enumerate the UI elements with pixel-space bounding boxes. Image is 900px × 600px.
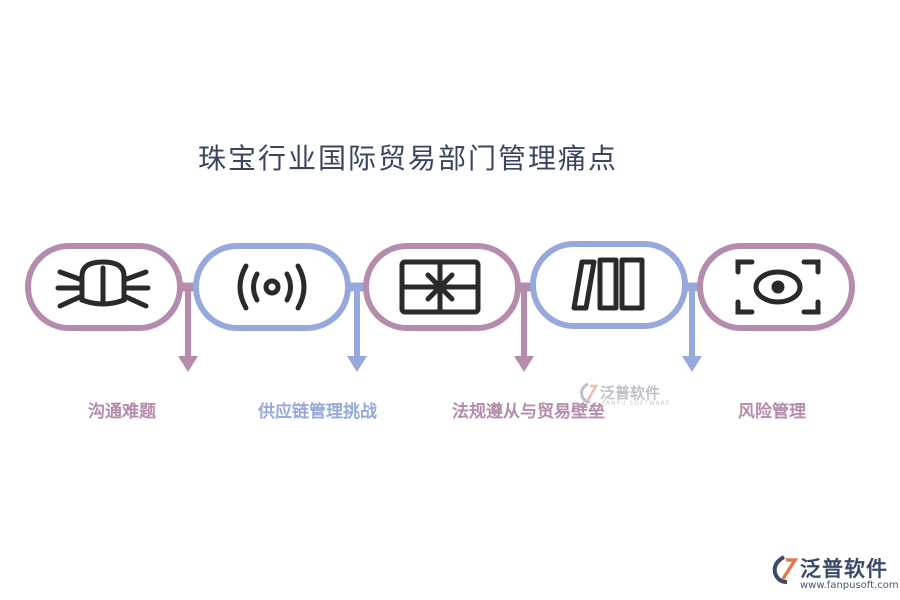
watermark-subtext: FANPU SOFTWARE	[602, 400, 671, 407]
watermark-text: 泛普软件	[600, 384, 661, 402]
brand-url: www.fanpusoft.com	[800, 580, 899, 591]
brand-name: 泛普软件	[800, 557, 888, 581]
step-5	[697, 243, 855, 331]
door-panels-icon	[571, 257, 645, 311]
step-label-5: 风险管理	[738, 402, 806, 422]
fanpu-logo-icon	[580, 382, 598, 404]
bug-icon	[55, 259, 151, 309]
step-4	[530, 241, 688, 329]
arrow-down-icon	[514, 290, 534, 372]
step-1	[25, 243, 183, 331]
arrow-down-icon	[178, 290, 198, 372]
step-label-3: 法规遵从与贸易壁垒	[452, 402, 605, 422]
step-pill	[530, 241, 688, 329]
fanpu-logo-icon	[772, 555, 798, 584]
arrow-down-icon	[347, 290, 367, 372]
page-title: 珠宝行业国际贸易部门管理痛点	[198, 142, 619, 175]
watermark: 泛普软件 FANPU SOFTWARE	[578, 382, 678, 410]
step-pill	[193, 243, 351, 331]
gift-box-icon	[399, 259, 481, 315]
down-arrows	[178, 290, 702, 372]
broadcast-icon	[237, 263, 307, 311]
step-label-1: 沟通难题	[88, 402, 156, 422]
step-label-2: 供应链管理挑战	[258, 402, 377, 422]
brand-logo: 泛普软件 www.fanpusoft.com	[770, 553, 899, 595]
step-3	[363, 243, 521, 331]
arrow-down-icon	[682, 290, 702, 372]
focus-target-icon	[735, 259, 821, 315]
step-2	[193, 243, 351, 331]
